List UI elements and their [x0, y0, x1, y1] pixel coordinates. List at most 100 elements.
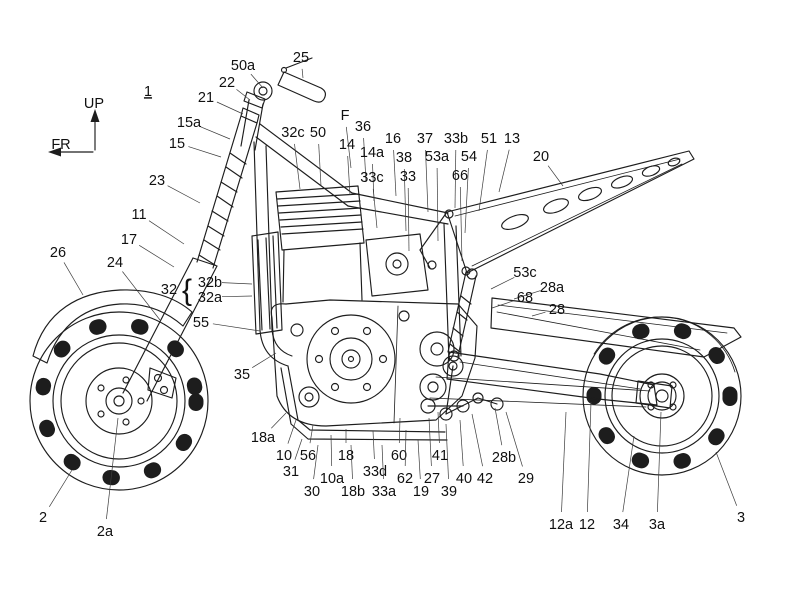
ref-label-14a: 14a	[360, 145, 385, 161]
ref-label-32: 32	[161, 282, 177, 298]
disc-bolt	[97, 410, 105, 418]
tail-truss-cutout	[577, 186, 603, 202]
linkage-rod	[445, 397, 479, 415]
front-axle	[113, 395, 125, 407]
leader-30	[313, 444, 319, 480]
leader-33	[407, 187, 410, 252]
leader-17	[139, 245, 175, 268]
throttle-shaft	[392, 259, 402, 269]
spring-coil-line	[460, 295, 472, 305]
front-tire-tread	[34, 316, 204, 486]
front-rim	[60, 342, 178, 460]
linkage-joint	[472, 392, 484, 404]
leader-16	[393, 149, 397, 197]
leader-40	[459, 419, 464, 467]
leader-22	[236, 89, 251, 101]
ref-label-39: 39	[441, 484, 457, 500]
leader-F	[345, 126, 352, 169]
spring-coil-line	[449, 343, 461, 353]
ref-label-54: 54	[461, 149, 477, 165]
ref-label-51: 51	[481, 131, 497, 147]
cover-bolt	[362, 382, 372, 392]
ref-label-53a: 53a	[425, 149, 450, 165]
leader-19	[417, 439, 421, 480]
ref-label-16: 16	[385, 131, 401, 147]
leader-50a	[250, 73, 264, 89]
leader-42	[471, 413, 483, 467]
tail-frame-outline	[446, 150, 695, 274]
rear-fender	[490, 297, 742, 373]
leader-10a	[330, 434, 333, 467]
fin-line	[279, 214, 362, 221]
leader-60	[398, 417, 401, 444]
leader-27	[428, 417, 432, 467]
pivot-plate-line	[443, 223, 450, 361]
leader-66	[459, 186, 463, 262]
ref-label-66: 66	[452, 168, 468, 184]
downtube-bend	[271, 329, 293, 357]
leader-68	[491, 300, 514, 309]
rear-hub	[647, 381, 677, 411]
cover-bolt	[314, 354, 324, 364]
front-sprocket-shaft	[427, 381, 439, 393]
leader-29	[505, 411, 523, 467]
ref-label-20: 20	[533, 149, 549, 165]
ref-label-41: 41	[432, 448, 448, 464]
throttle-body	[365, 233, 429, 297]
leader-28b	[494, 407, 503, 446]
spring-coil-line	[216, 195, 234, 208]
leader-36	[363, 137, 367, 183]
spring-coil-line	[229, 152, 247, 165]
ref-label-3a: 3a	[649, 517, 666, 533]
rear-tire-inner	[604, 338, 720, 454]
spring-coil-line	[203, 239, 221, 251]
cylinder-head-cover	[275, 185, 365, 251]
leader-33a	[381, 444, 384, 480]
leader-18b	[350, 444, 353, 480]
tail-frame-inner-line	[471, 163, 683, 267]
subframe-bolt	[461, 266, 471, 276]
main-tube-line	[259, 123, 353, 194]
disc-bolt	[97, 384, 105, 392]
swingarm-pivot-bolt	[448, 361, 458, 371]
handlebar-clamp-bolt	[258, 86, 268, 96]
handlebar	[240, 57, 327, 151]
fin-line	[276, 193, 360, 200]
ref-label-37: 37	[417, 131, 433, 147]
rear-fender-blade	[490, 297, 742, 358]
front-hub	[105, 387, 133, 415]
front-sprocket	[419, 373, 447, 401]
ref-label-32c: 32c	[281, 125, 304, 141]
ref-label-2a: 2a	[97, 524, 114, 540]
crankcase-cover	[306, 314, 396, 404]
crankcase-outline	[270, 299, 478, 427]
ref-label-27: 27	[424, 471, 440, 487]
leader-32c	[294, 143, 301, 190]
leader-33c	[372, 188, 378, 229]
brake-lever	[285, 57, 313, 69]
bracket-link	[477, 397, 498, 405]
ref-label-42: 42	[477, 471, 493, 487]
disc-bolt	[122, 418, 130, 426]
leader-21	[216, 101, 244, 115]
fork-spring-hatch	[198, 152, 247, 266]
ref-label-50: 50	[310, 125, 326, 141]
ref-label-38: 38	[396, 150, 412, 166]
leader-33b	[454, 149, 457, 209]
leader-12a	[561, 411, 567, 513]
ref-label-50a: 50a	[231, 58, 256, 74]
chain-line	[435, 376, 651, 392]
ref-label-60: 60	[391, 448, 407, 464]
swingarm-inner-line	[459, 361, 641, 390]
leader-39	[445, 423, 449, 480]
leader-54	[464, 167, 469, 234]
steering-stem-line	[240, 99, 250, 147]
fork-stanchion-line	[196, 115, 242, 263]
rear-tire-outer	[582, 316, 742, 476]
leader-11	[148, 220, 185, 245]
ref-label-56: 56	[300, 448, 316, 464]
leader-10	[287, 419, 297, 444]
steering-stem-line	[254, 103, 264, 151]
leader-14	[347, 155, 351, 196]
radiator-line	[272, 235, 278, 329]
